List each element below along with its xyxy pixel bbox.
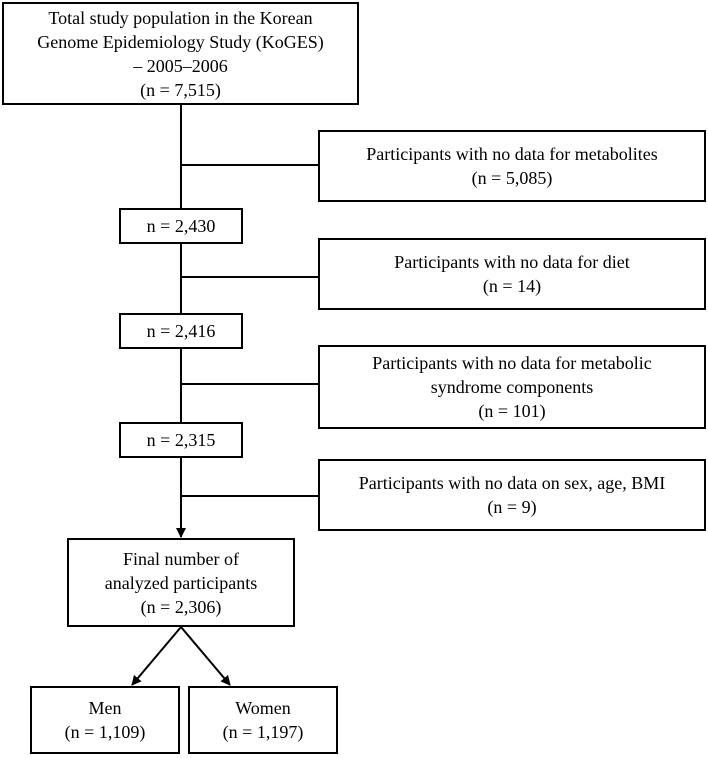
box-text-line: analyzed participants xyxy=(104,572,258,593)
box-text-line: n = 2,315 xyxy=(146,430,216,450)
box-text-line: (n = 7,515) xyxy=(140,79,221,100)
exclusion-diet-box: Participants with no data for diet (n = 1… xyxy=(318,238,706,310)
box-text-line: Final number of xyxy=(123,548,239,569)
exclusion-metabolic-syndrome-box: Participants with no data for metabolic s… xyxy=(318,345,706,429)
box-text-line: Women xyxy=(235,698,291,718)
box-text-line: n = 2,430 xyxy=(146,216,216,236)
box-text-line: Total study population in the Korean xyxy=(48,7,313,28)
exclusion-metabolites-box: Participants with no data for metabolite… xyxy=(318,130,706,202)
men-box: Men (n = 1,109) xyxy=(30,686,180,754)
box-text-line: (n = 5,085) xyxy=(471,168,553,188)
box-text-line: Participants with no data for metabolite… xyxy=(366,144,658,164)
count-2315-box: n = 2,315 xyxy=(119,422,243,458)
box-text-line: Genome Epidemiology Study (KoGES) xyxy=(37,31,324,52)
box-text-line: Participants with no data on sex, age, B… xyxy=(358,473,666,493)
box-text-line: – 2005–2006 xyxy=(133,55,228,76)
arrow-women xyxy=(180,626,231,686)
box-text-line: (n = 2,306) xyxy=(140,596,222,617)
box-text-line: (n = 1,197) xyxy=(222,722,304,742)
exclusion-demographics-box: Participants with no data on sex, age, B… xyxy=(318,459,706,531)
count-2430-box: n = 2,430 xyxy=(119,208,243,244)
count-2416-box: n = 2,416 xyxy=(119,313,243,349)
box-text-line: Men xyxy=(88,698,122,718)
final-participants-box: Final number of analyzed participants (n =… xyxy=(67,538,295,627)
box-text-line: Participants with no data for diet xyxy=(394,252,630,272)
box-text-line: (n = 14) xyxy=(482,276,542,296)
box-text-line: (n = 101) xyxy=(478,401,546,421)
arrow-men xyxy=(131,626,182,686)
box-text-line: (n = 1,109) xyxy=(64,722,146,742)
women-box: Women (n = 1,197) xyxy=(188,686,338,754)
box-text-line: n = 2,416 xyxy=(146,321,216,341)
box-text-line: Participants with no data for metabolic xyxy=(372,353,652,373)
box-text-line: (n = 9) xyxy=(487,497,537,517)
box-text-line: syndrome components xyxy=(430,377,594,397)
